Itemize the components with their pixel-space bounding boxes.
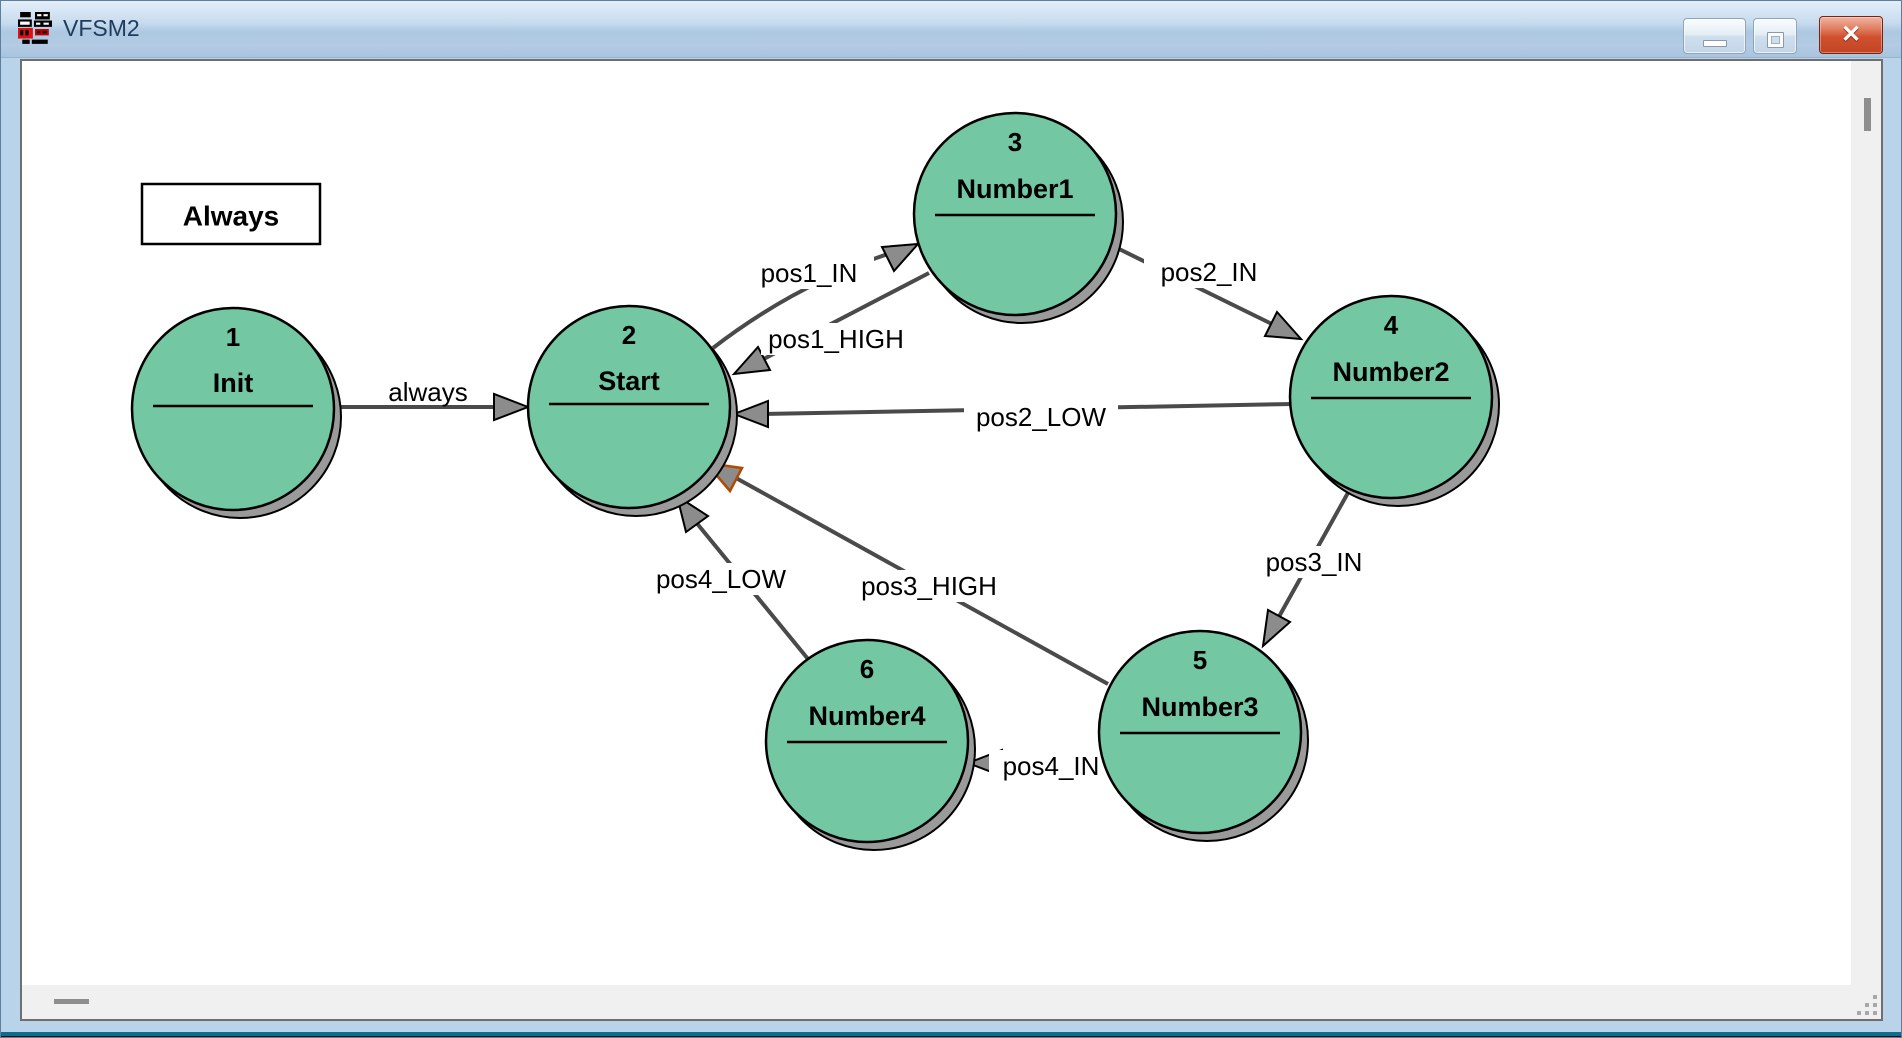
arrowhead-always <box>493 392 531 422</box>
transition-label-pos3-high[interactable]: pos3_HIGH <box>854 570 1004 602</box>
arrowhead-pos3-in <box>1261 608 1292 649</box>
svg-text:4: 4 <box>1384 310 1399 340</box>
transition-label-pos2-low[interactable]: pos2_LOW <box>964 401 1118 433</box>
resize-grip-icon[interactable] <box>1856 995 1880 1017</box>
svg-text:always[interactable]: always <box>388 377 467 407</box>
svg-text:6: 6 <box>860 654 874 684</box>
restore-icon <box>1766 32 1784 48</box>
arrowhead-pos2-in <box>1263 310 1304 341</box>
transition-label-pos4-low[interactable]: pos4_LOW <box>646 563 796 595</box>
state-number4[interactable]: 6 Number4 <box>764 638 976 851</box>
svg-text:2: 2 <box>622 320 636 350</box>
state-number1[interactable]: 3 Number1 <box>912 111 1124 324</box>
arrowhead-pos2-low <box>731 399 769 429</box>
transition-label-always[interactable]: always <box>388 377 467 407</box>
app-icon[interactable] <box>17 12 53 46</box>
window-bottom-shadow <box>1 1036 1901 1037</box>
always-box[interactable]: Always <box>140 182 322 246</box>
restore-button[interactable] <box>1753 18 1797 54</box>
titlebar[interactable]: VFSM2 ✕ <box>1 1 1901 58</box>
svg-text:1: 1 <box>226 322 240 352</box>
svg-text:3: 3 <box>1008 127 1022 157</box>
svg-text:pos2_LOW[interactable]: pos2_LOW <box>976 402 1107 432</box>
state-start[interactable]: 2 Start <box>526 304 738 517</box>
svg-text:pos1_HIGH[interactable]: pos1_HIGH <box>768 324 904 354</box>
arrowhead-pos4-low <box>675 493 710 534</box>
svg-text:5: 5 <box>1193 645 1207 675</box>
svg-text:pos4_LOW[interactable]: pos4_LOW <box>656 564 787 594</box>
svg-text:Always: Always <box>183 201 280 232</box>
svg-text:pos2_IN[interactable]: pos2_IN <box>1161 257 1258 287</box>
svg-text:Start: Start <box>598 366 660 396</box>
svg-text:Init: Init <box>213 368 254 398</box>
transition-label-pos1-high[interactable]: pos1_HIGH <box>761 323 911 355</box>
window-title: VFSM2 <box>63 15 140 41</box>
state-init[interactable]: 1 Init <box>130 306 342 519</box>
svg-text:Number3: Number3 <box>1141 692 1258 722</box>
diagram-canvas[interactable]: always pos1_IN pos1_HIGH pos2_IN pos2_LO… <box>22 61 1851 985</box>
transition-label-pos3-in[interactable]: pos3_IN <box>1252 546 1376 578</box>
transition-label-pos2-in[interactable]: pos2_IN <box>1144 256 1274 288</box>
window-bottom-edge <box>1 1032 1901 1036</box>
state-number3[interactable]: 5 Number3 <box>1097 629 1309 842</box>
close-icon: ✕ <box>1840 21 1862 48</box>
svg-text:pos3_HIGH[interactable]: pos3_HIGH <box>861 571 997 601</box>
svg-text:pos4_IN[interactable]: pos4_IN <box>1003 751 1100 781</box>
svg-text:pos1_IN[interactable]: pos1_IN <box>761 258 858 288</box>
client-area: always pos1_IN pos1_HIGH pos2_IN pos2_LO… <box>20 59 1883 1021</box>
transition-label-pos1-in[interactable]: pos1_IN <box>744 257 874 289</box>
svg-text:Number2: Number2 <box>1332 357 1449 387</box>
state-number2[interactable]: 4 Number2 <box>1288 294 1500 507</box>
minimize-button[interactable] <box>1683 18 1746 54</box>
arrowhead-pos1-in <box>880 242 921 273</box>
vertical-scrollbar[interactable] <box>1851 61 1881 1019</box>
horizontal-scrollbar-thumb[interactable] <box>54 999 89 1004</box>
svg-text:pos3_IN[interactable]: pos3_IN <box>1266 547 1363 577</box>
svg-text:Number1: Number1 <box>956 174 1073 204</box>
close-button[interactable]: ✕ <box>1819 16 1883 54</box>
transition-label-pos4-in[interactable]: pos4_IN <box>989 750 1113 782</box>
minimize-icon <box>1702 39 1727 47</box>
vertical-scrollbar-thumb[interactable] <box>1864 98 1871 131</box>
horizontal-scrollbar[interactable] <box>22 985 1881 1019</box>
svg-text:Number4: Number4 <box>808 701 925 731</box>
